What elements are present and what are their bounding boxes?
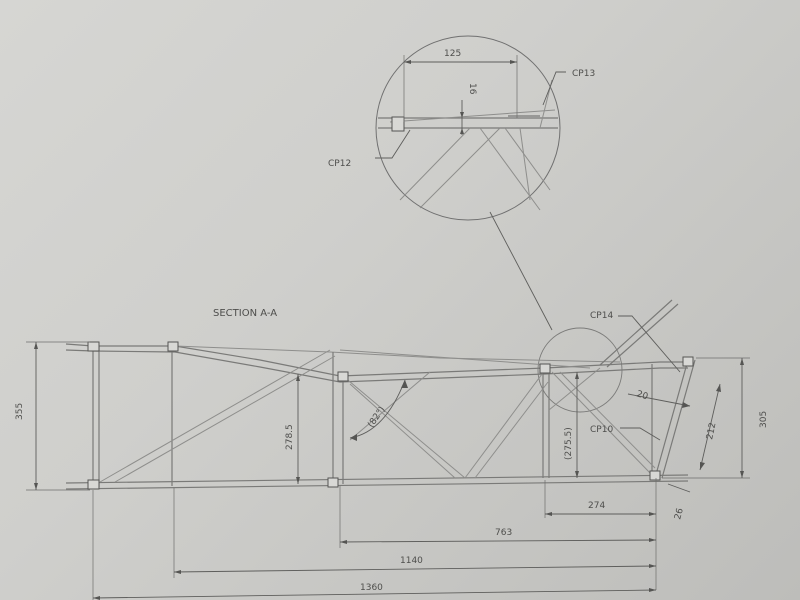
arrow-1140-right [649,564,656,568]
diag-6b [559,371,656,469]
diag-4 [464,369,546,479]
node-d [539,363,551,374]
dim-label-20: 20 [635,389,649,402]
detail-connector [489,211,553,331]
arrow-305-top [740,358,744,365]
rear-strut-b [606,303,679,368]
arrow-20 [682,402,690,408]
dimensions [26,315,750,600]
node-c [337,371,349,382]
top-rail [65,343,688,377]
label-cp14: CP14 [590,311,613,321]
label-cp10: CP10 [590,425,613,435]
dim-label-26: 26 [673,507,686,521]
detail-node-cp12 [391,116,405,132]
callout-circle [537,327,623,413]
dim-label-305: 305 [759,411,769,428]
detail-rail [389,109,556,123]
arrow-212-top [716,384,721,392]
upper-rail-2 [339,349,591,369]
arrow-305-bottom [740,471,744,478]
detail-view [375,35,566,221]
arrow-355-top [34,342,38,349]
rear-post [654,359,689,479]
dim-label-275-5: (275.5) [564,427,574,460]
arrow-763-left [340,540,347,544]
bottom-rail [65,474,689,484]
labels: SECTION A-A 125 16 CP13 CP12 CP14 CP10 3… [15,49,769,593]
dim-1140 [173,565,657,573]
dim-212 [699,383,721,471]
leader-cp10 [620,427,661,441]
upper-rail [174,345,621,363]
detail-diag-3 [479,127,541,211]
detail-arrow-left [404,60,411,64]
dim-label-274: 274 [588,501,605,511]
diag-2b [349,383,456,479]
dim-763 [339,539,657,543]
arrow-274-right [649,512,656,516]
arrow-angle-right [401,380,408,388]
node-b [167,341,179,352]
arrow-212-bottom [700,462,705,470]
diag-4b [474,381,549,479]
dim-26 [667,483,691,493]
detail-diag-1 [399,127,471,201]
frame-section [65,299,696,490]
leader-cp14 [618,315,681,373]
bottom-rail-inner [65,480,689,490]
arrow-1360-right [649,588,656,592]
arrow-275-top [575,372,579,379]
dim-label-763: 763 [495,528,512,538]
diag-6 [551,371,653,476]
label-cp12: CP12 [328,159,351,169]
detail-arrow-16-top [460,112,464,118]
leader-cp12 [375,129,411,159]
node-f [87,479,100,490]
dim-label-125: 125 [444,49,461,59]
node-g [327,477,339,488]
dim-1360 [92,589,657,599]
detail-arrow-right [510,60,517,64]
dim-label-1360: 1360 [360,583,383,593]
rear-post-b [661,359,696,479]
arrow-278-bottom [296,477,300,484]
top-rail-inner [65,349,688,383]
arrow-angle-left [350,434,357,441]
detail-diag-2 [419,127,501,209]
arrow-278-top [296,374,300,381]
arrow-763-right [649,538,656,542]
node-a [87,341,100,352]
diag-1 [99,349,331,483]
dim-20 [627,393,691,407]
arrow-274-left [545,512,552,516]
label-cp13: CP13 [572,69,595,79]
dim-label-212: 212 [705,422,718,441]
diag-2 [342,375,466,479]
dim-label-278-5: 278.5 [285,424,295,450]
arrow-1360-left [93,596,100,600]
dim-label-16: 16 [467,83,477,95]
detail-circle [375,35,561,221]
detail-arrow-16-bottom [460,128,464,134]
dim-label-355: 355 [15,403,25,420]
diag-1b [114,355,336,483]
arrow-275-bottom [575,471,579,478]
arrow-355-bottom [34,483,38,490]
section-title: SECTION A-A [213,308,277,319]
dim-label-1140: 1140 [400,556,423,566]
diag-5 [548,367,601,411]
arrow-1140-left [174,570,181,574]
detail-post [519,127,531,201]
rear-strut [599,299,673,366]
detail-diag-4 [504,127,551,191]
node-h [649,470,661,481]
node-e [682,356,694,367]
diag-3 [349,371,431,441]
leader-cp13 [542,71,566,106]
